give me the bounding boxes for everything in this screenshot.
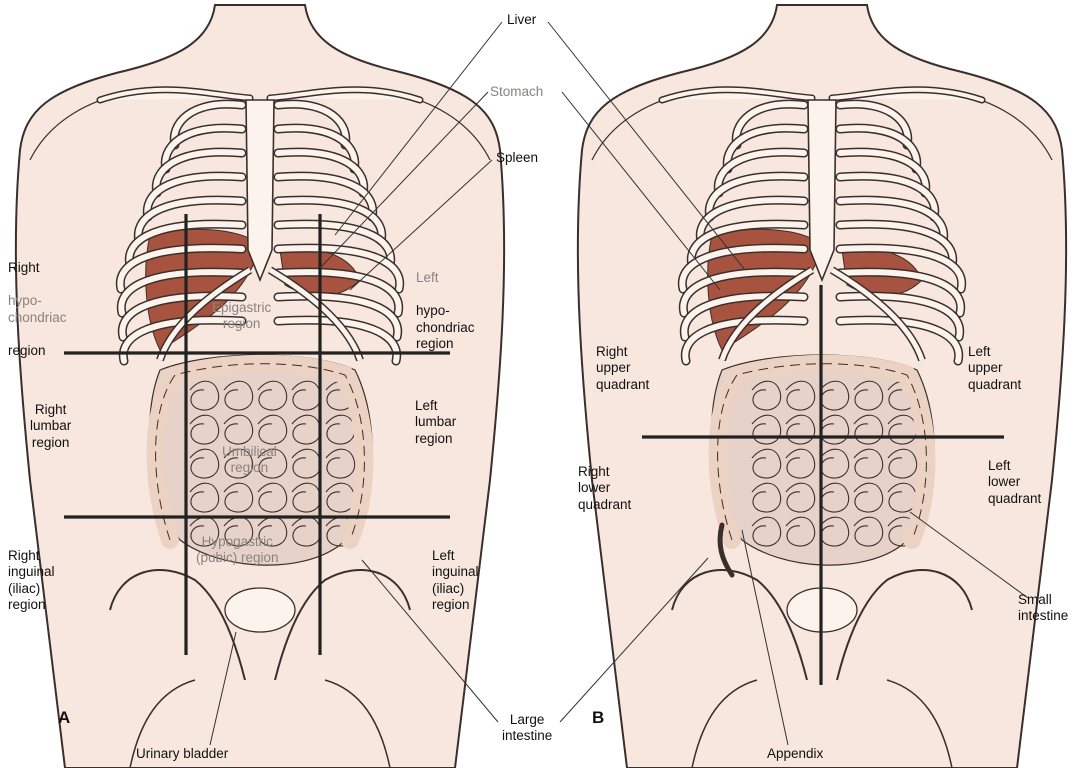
panel-letter-b: B bbox=[592, 708, 604, 728]
label-umbilical-region: Umbilical region bbox=[222, 444, 277, 477]
label-right-hypochondriac-region: Right hypo- chondriac region bbox=[8, 244, 67, 376]
label-large-intestine: Large intestine bbox=[502, 712, 552, 745]
sternum bbox=[808, 100, 836, 280]
label-liver: Liver bbox=[507, 12, 536, 28]
label-right-lower-quadrant: Right lower quadrant bbox=[578, 464, 631, 513]
label-spleen: Spleen bbox=[496, 150, 538, 166]
label-appendix: Appendix bbox=[767, 746, 823, 762]
label-epigastric-region: Epigastric region bbox=[212, 300, 271, 333]
panel-letter-a: A bbox=[58, 708, 70, 728]
label-urinary-bladder: Urinary bladder bbox=[136, 746, 228, 762]
label-right-lumbar-region: Right lumbar region bbox=[30, 402, 71, 451]
label-right-upper-quadrant: Right upper quadrant bbox=[596, 344, 649, 393]
label-left-inguinal-region: Left inguinal (iliac) region bbox=[432, 548, 479, 614]
label-right-inguinal-region: Right inguinal (iliac) region bbox=[8, 548, 55, 614]
urinary-bladder-shape bbox=[225, 588, 295, 632]
label-small-intestine: Small intestine bbox=[1018, 592, 1068, 625]
label-left-lumbar-region: Left lumbar region bbox=[415, 398, 456, 447]
label-stomach: Stomach bbox=[490, 84, 543, 100]
torso-figure-a bbox=[16, 5, 504, 768]
sternum bbox=[246, 100, 274, 280]
label-left-hypochondriac-region: Left hypo- chondriac region bbox=[416, 254, 475, 369]
label-hypogastric-region: Hypogastric (pubic) region bbox=[196, 534, 279, 567]
label-left-lower-quadrant: Left lower quadrant bbox=[988, 458, 1041, 507]
label-left-upper-quadrant: Left upper quadrant bbox=[968, 344, 1021, 393]
